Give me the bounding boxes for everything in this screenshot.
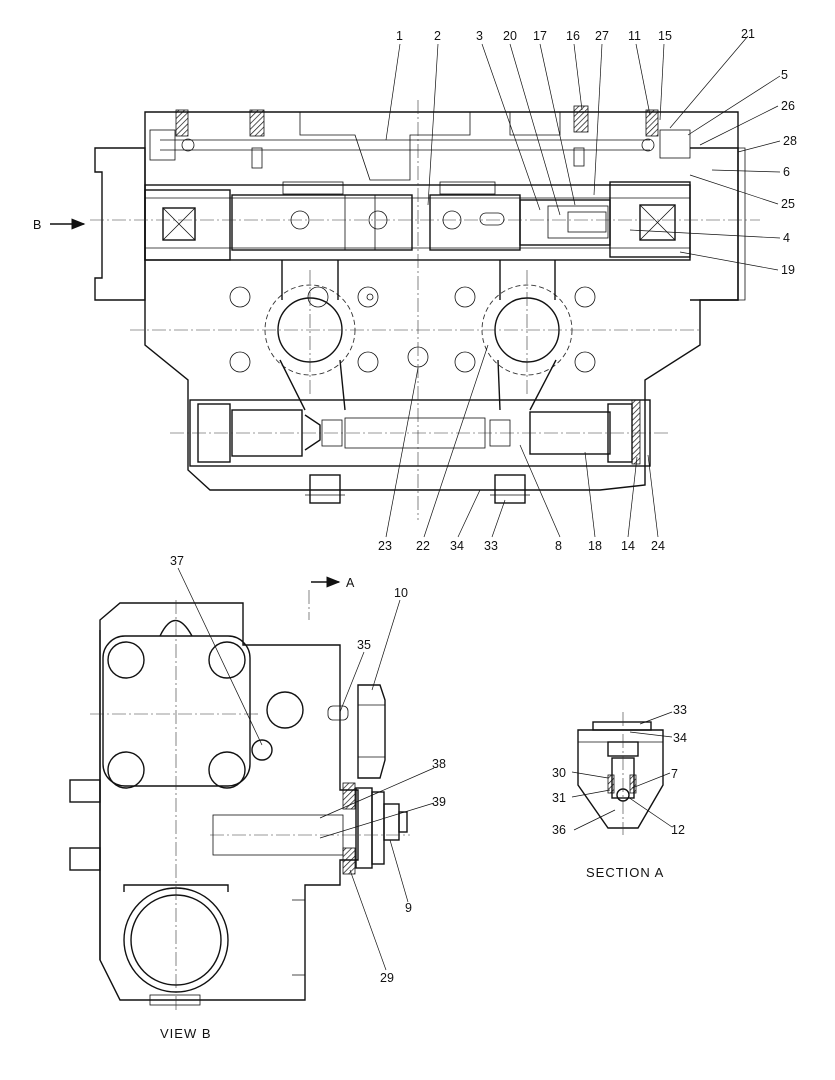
label-25: 25 — [781, 197, 795, 211]
main-section-view: B — [33, 100, 760, 520]
label-39: 39 — [432, 795, 446, 809]
section-a-caption: SECTION A — [586, 865, 664, 880]
label-27: 27 — [595, 29, 609, 43]
label-2: 2 — [434, 29, 441, 43]
label-18: 18 — [588, 539, 602, 553]
view-b-caption: VIEW B — [160, 1026, 212, 1041]
label-33: 33 — [484, 539, 498, 553]
view-b: A VIEW B — [69, 576, 410, 1041]
label-36: 36 — [552, 823, 566, 837]
label-31: 31 — [552, 791, 566, 805]
label-1: 1 — [396, 29, 403, 43]
label-28: 28 — [783, 134, 797, 148]
section-a-callouts: 33 34 30 7 31 36 12 — [552, 703, 687, 837]
label-7: 7 — [671, 767, 678, 781]
label-21: 21 — [741, 27, 755, 41]
label-8: 8 — [555, 539, 562, 553]
section-a: SECTION A — [577, 712, 664, 880]
label-11: 11 — [628, 29, 641, 43]
label-4: 4 — [783, 231, 790, 245]
label-6: 6 — [783, 165, 790, 179]
label-17: 17 — [533, 29, 547, 43]
label-15: 15 — [658, 29, 672, 43]
label-38: 38 — [432, 757, 446, 771]
label-37: 37 — [170, 554, 184, 568]
label-33-a: 33 — [673, 703, 687, 717]
label-20: 20 — [503, 29, 517, 43]
view-b-callouts: 37 10 35 38 39 9 29 — [170, 554, 446, 985]
marker-a: A — [346, 576, 355, 590]
label-26: 26 — [781, 99, 795, 113]
label-10: 10 — [394, 586, 408, 600]
label-35: 35 — [357, 638, 371, 652]
label-16: 16 — [566, 29, 580, 43]
label-19: 19 — [781, 263, 795, 277]
label-34-a: 34 — [673, 731, 687, 745]
marker-b: B — [33, 218, 41, 232]
top-callouts: 1 2 3 20 17 16 27 11 15 21 5 26 28 6 25 … — [378, 27, 797, 553]
label-14: 14 — [621, 539, 635, 553]
label-3: 3 — [476, 29, 483, 43]
label-29: 29 — [380, 971, 394, 985]
label-23: 23 — [378, 539, 392, 553]
label-30: 30 — [552, 766, 566, 780]
label-34: 34 — [450, 539, 464, 553]
label-9: 9 — [405, 901, 412, 915]
label-5: 5 — [781, 68, 788, 82]
label-24: 24 — [651, 539, 665, 553]
label-12: 12 — [671, 823, 685, 837]
label-22: 22 — [416, 539, 430, 553]
